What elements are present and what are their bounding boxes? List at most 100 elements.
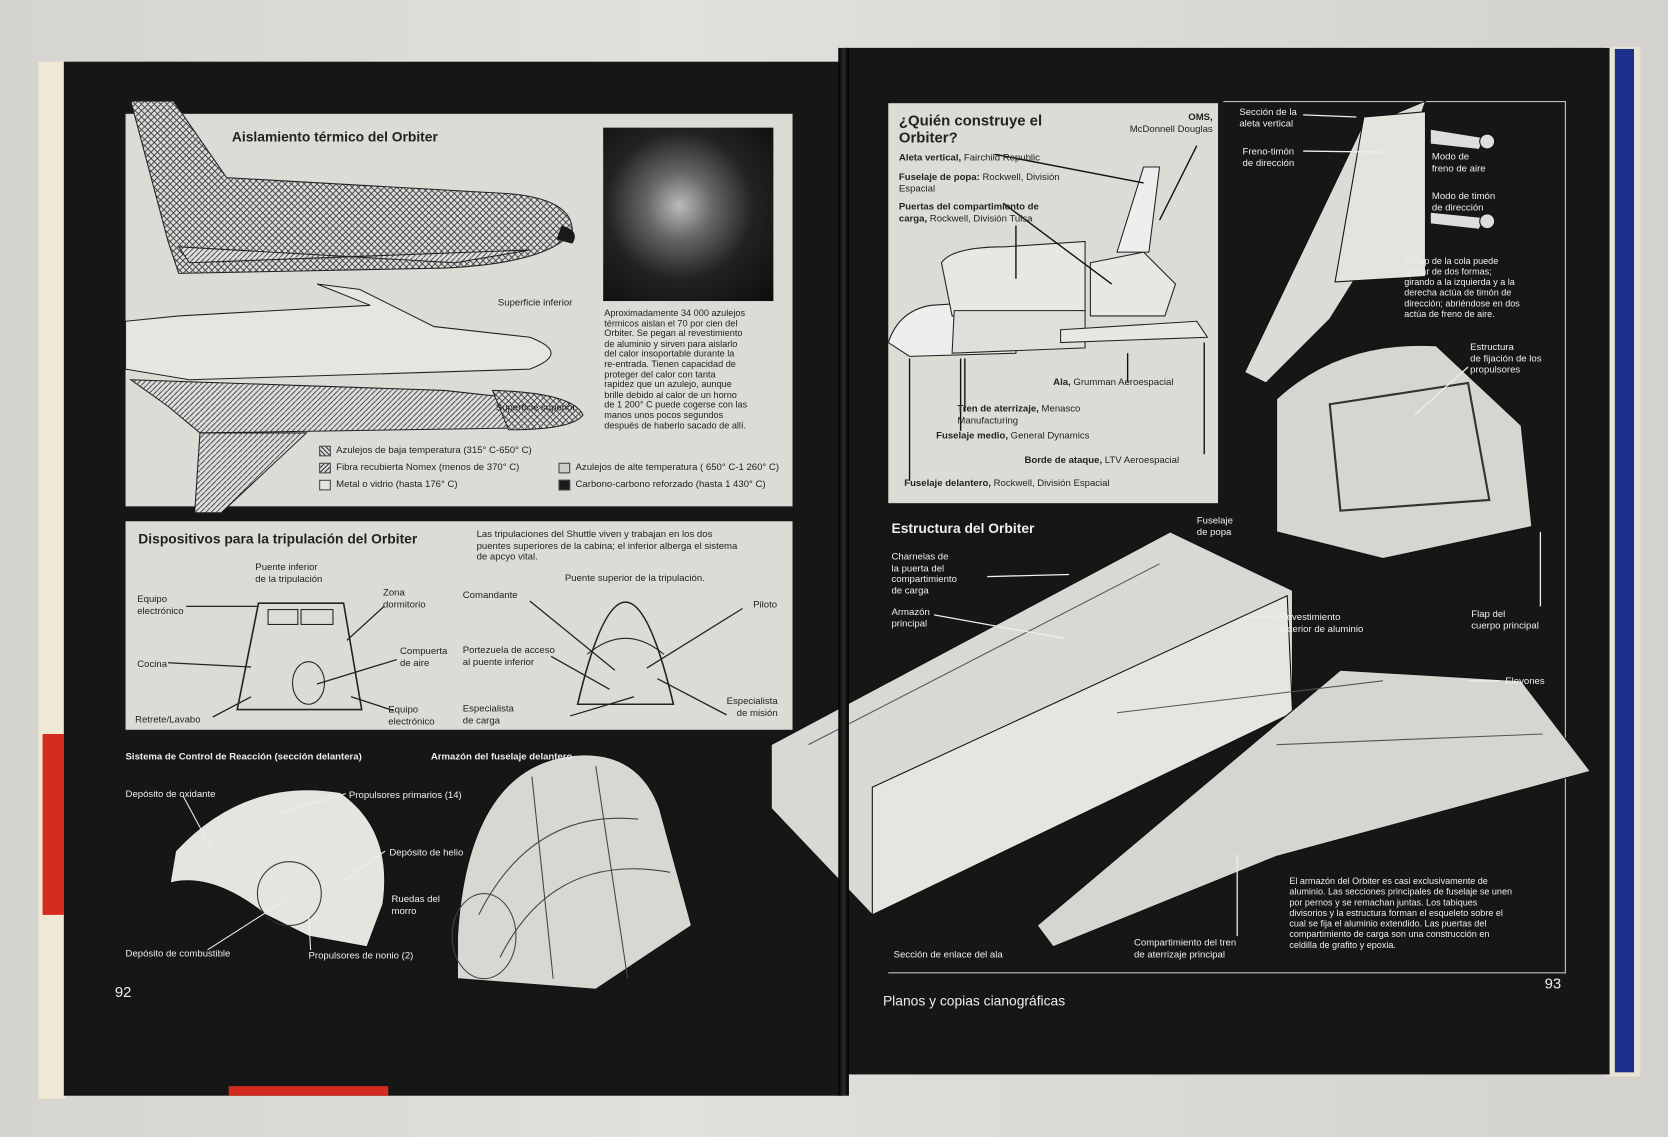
label-pilot: Piloto [753, 598, 778, 610]
label-galley: Cocina [137, 658, 168, 670]
label-toilet: Retrete/Lavabo [135, 713, 201, 725]
label-door-hinges: Charnelas de la puerta del compartimient… [891, 551, 957, 596]
label-electronics: Equipo electrónico [137, 593, 184, 616]
page-border-right [1564, 101, 1566, 974]
label-aft-fuselage: Fuselaje de popa [1196, 514, 1233, 537]
label-nose-wheels: Ruedas del morro [391, 893, 440, 916]
label-wing-joint: Sección de enlace del ala [893, 948, 1003, 960]
hatch-swatch [319, 462, 331, 473]
builder-maker: Fairchild Republic [963, 152, 1040, 163]
builder-part: Fuselaje de popa: [898, 171, 980, 182]
label-oxidizer-tank: Depósito de oxidante [125, 788, 216, 799]
page-number-92: 92 [114, 982, 132, 1000]
rcs-and-frame-drawings [169, 754, 693, 990]
legend-item: Carbono-carbono reforzado (hasta 1 430° … [558, 478, 766, 491]
label-primary-thrusters: Propulsores primarios (14) [348, 789, 462, 800]
label-electronics-2: Equipo electrónico [388, 704, 435, 727]
label-upper-surface: Superficie superior [495, 402, 576, 413]
builder-maker: McDonnell Douglas [1129, 122, 1213, 134]
builder-forward-fuselage: Fuselaje delantero, Rockwell, División E… [904, 478, 1117, 489]
plain-swatch [319, 479, 331, 491]
builder-part: Borde de ataque, [1024, 454, 1103, 465]
label-thrust-structure: Estructura de fijación de los propulsore… [1470, 341, 1542, 375]
crew-title: Dispositivos para la tripulación del Orb… [138, 530, 418, 547]
gray-swatch [558, 462, 571, 473]
builder-vertical-fin: Aleta vertical, Fairchild Republic [899, 152, 1040, 163]
red-bottom-strip [228, 1086, 389, 1096]
structure-title: Estructura del Orbiter [891, 520, 1035, 537]
builder-maker: General Dynamics [1010, 429, 1090, 441]
book-gutter [838, 47, 849, 1096]
builder-maker: Rockwell, División Espacial [993, 477, 1110, 489]
builder-part: Puertas del compartimiento de carga, [898, 201, 1039, 223]
builder-landing-gear: Tren de aterrizaje, Menasco Manufacturin… [957, 403, 1095, 425]
legend-item: Azulejos de alte temperatura ( 650° C-1 … [558, 462, 779, 473]
label-sleep-zone: Zona dormitorio [382, 587, 426, 610]
legend-label: Metal o vidrio (hasta 176° C) [336, 478, 458, 490]
builder-maker: Rockwell, División Espacial [898, 171, 1060, 194]
legend-label: Azulejos de baja temperatura (315° C-650… [336, 444, 532, 456]
structure-caption: El armazón del Orbiter es casi exclusiva… [1289, 875, 1513, 950]
builders-title: ¿Quién construye el Orbiter? [898, 111, 1043, 146]
legend-item: Fibra recubierta Nomex (menos de 370° C) [319, 462, 519, 473]
builder-aft-fuselage: Fuselaje de popa: Rockwell, División Esp… [899, 171, 1090, 193]
legend-item: Metal o vidrio (hasta 176° C) [319, 478, 458, 491]
builder-part: Ala, [1053, 376, 1071, 388]
builder-maker: Grumman Aeroespacial [1073, 376, 1174, 388]
label-rudder-mode: Modo de timón de dirección [1431, 190, 1496, 213]
builder-wing: Ala, Grumman Aeroespacial [1053, 377, 1173, 388]
upper-deck-label: Puente superior de la tripulación. [564, 572, 705, 583]
builder-mid-fuselage: Fuselaje medio, General Dynamics [936, 430, 1089, 441]
tail-caption: El flap de la cola puede actuar de dos f… [1404, 255, 1520, 320]
black-swatch [558, 479, 571, 491]
label-aluminium-skin: Revestimiento exterior de aluminio [1279, 611, 1364, 634]
page-number-93: 93 [1544, 974, 1562, 992]
checker-swatch [319, 445, 331, 456]
label-main-frame: Armazón principal [891, 606, 930, 629]
legend-item: Azulejos de baja temperatura (315° C-650… [319, 445, 532, 456]
forward-frame-title: Armazón del fuselaje delantero [430, 751, 573, 762]
builder-maker: Menasco Manufacturing [957, 403, 1081, 425]
shuttle-tiles-drawing [124, 100, 584, 514]
thermal-panel: Aislamiento térmico del Orbiter Superfic… [124, 100, 793, 514]
builder-payload-doors: Puertas del compartimiento de carga, Roc… [899, 201, 1048, 223]
legend-label: Azulejos de alte temperatura ( 650° C-1 … [575, 461, 780, 473]
label-fin-section: Sección de la aleta vertical [1239, 106, 1297, 129]
thermal-title: Aislamiento térmico del Orbiter [231, 128, 438, 145]
label-helium-tank: Depósito de helio [389, 846, 464, 858]
label-fuel-tank: Depósito de combustible [125, 947, 231, 959]
legend-label: Carbono-carbono reforzado (hasta 1 430° … [575, 478, 766, 490]
blue-cover [1614, 48, 1634, 1073]
rcs-title: Sistema de Control de Reacción (sección … [125, 751, 362, 762]
page-border-bottom [888, 972, 1566, 974]
crew-panel: Dispositivos para la tripulación del Orb… [125, 521, 793, 730]
builder-part: Fuselaje delantero, [904, 477, 991, 489]
builder-part: Fuselaje medio, [936, 429, 1008, 441]
label-airlock: Compuerta de aire [399, 645, 448, 668]
label-airbrake-mode: Modo de freno de aire [1431, 151, 1486, 173]
page-border-top [1223, 101, 1566, 103]
label-lower-surface: Superficie inferior [497, 296, 573, 308]
builder-leading-edge: Borde de ataque, LTV Aeroespacial [1024, 454, 1179, 465]
chapter-footer: Planos y copias cianográficas [882, 992, 1066, 1009]
label-rudder-brake: Freno-timón de dirección [1242, 145, 1295, 168]
label-body-flap: Flap del cuerpo principal [1471, 608, 1539, 631]
red-tab [42, 734, 64, 915]
crew-decks-drawing [168, 600, 743, 718]
thermal-caption: Aproximadamente 34 000 azulejos térmicos… [604, 307, 748, 431]
label-mission-specialist: Especialista de misión [726, 695, 778, 718]
crew-intro: Las tripulaciones del Shuttle viven y tr… [476, 528, 738, 562]
left-cover-edge [38, 61, 66, 1099]
label-payload-specialist: Especialista de carga [462, 703, 514, 725]
builder-maker: LTV Aeroespacial [1104, 454, 1180, 465]
exploded-shuttle-drawing [887, 145, 1209, 481]
builder-part: Aleta vertical, [898, 152, 962, 163]
label-vernier-thrusters: Propulsores de nonio (2) [308, 949, 414, 961]
astronaut-photo [603, 127, 774, 302]
builder-maker: Rockwell, División Tulsa [929, 212, 1033, 223]
legend-label: Fibra recubierta Nomex (menos de 370° C) [336, 461, 520, 473]
builders-panel: ¿Quién construye el Orbiter? OMS,McDonne… [887, 103, 1219, 504]
label-elevons: Elevones [1505, 675, 1545, 687]
